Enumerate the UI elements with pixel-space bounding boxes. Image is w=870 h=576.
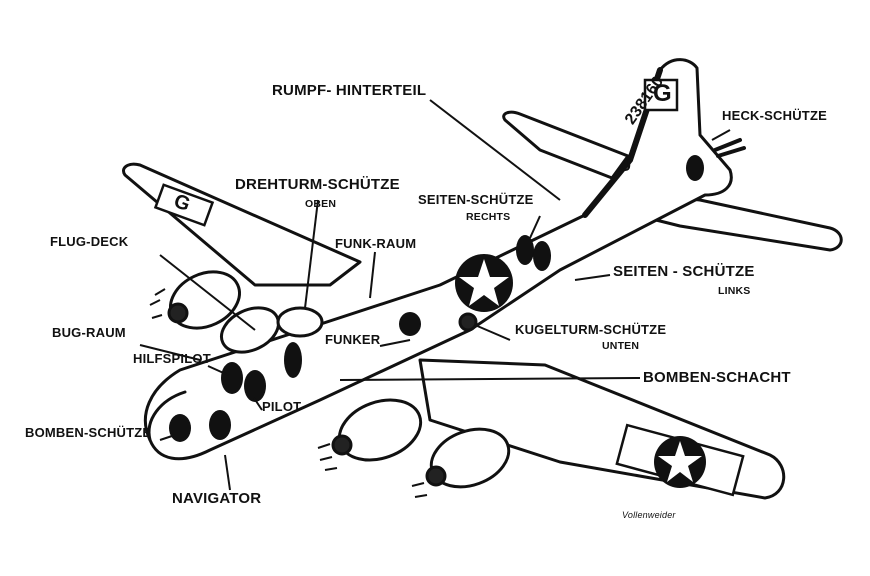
bomben-schuetze-label: BOMBEN-SCHÜTZE xyxy=(25,425,152,440)
wing-star-insignia xyxy=(615,423,745,497)
navigator-label: NAVIGATOR xyxy=(172,490,262,507)
pointer-lines xyxy=(139,99,731,491)
crew-figures xyxy=(169,155,704,442)
drehturm-schuetze-label: DREHTURM-SCHÜTZE xyxy=(235,176,400,193)
links-label: LINKS xyxy=(718,285,751,297)
drehturm-oben-label: OBEN xyxy=(305,198,337,210)
pilot-label: PILOT xyxy=(262,399,302,414)
rumpf-hinterteil-label: RUMPF- HINTERTEIL xyxy=(272,82,427,99)
kugelturm-schuetze-label: KUGELTURM-SCHÜTZE xyxy=(515,322,667,337)
artist-signature: Vollenweider xyxy=(622,510,676,520)
tail-letter: J xyxy=(620,150,633,177)
ball-turret xyxy=(458,312,478,332)
heck-schuetze-label: HECK-SCHÜTZE xyxy=(722,108,827,123)
tail-letter-box: G xyxy=(653,80,672,107)
right-stabilizer xyxy=(638,193,843,252)
top-turret xyxy=(276,306,324,338)
fuselage-star-insignia xyxy=(455,254,513,312)
wing-marking-box xyxy=(153,183,215,227)
bug-raum-label: BUG-RAUM xyxy=(52,325,126,340)
nose-glazing xyxy=(147,390,187,442)
funk-raum-label: FUNK-RAUM xyxy=(335,236,417,251)
engine-inner-upper xyxy=(220,306,280,354)
seiten-schuetze-links-label: SEITEN - SCHÜTZE xyxy=(613,263,755,280)
seiten-schuetze-rechts-label: SEITEN-SCHÜTZE xyxy=(418,192,534,207)
hilfspilot-label: HILFSPILOT xyxy=(133,351,211,366)
unten-label: UNTEN xyxy=(602,340,640,352)
rechts-label: RECHTS xyxy=(466,211,511,223)
bomben-schacht-label: BOMBEN-SCHACHT xyxy=(643,369,791,386)
engine-lower-1 xyxy=(337,398,423,462)
flug-deck-label: FLUG-DECK xyxy=(50,234,129,249)
left-stabilizer xyxy=(502,110,630,180)
funker-label: FUNKER xyxy=(325,332,381,347)
